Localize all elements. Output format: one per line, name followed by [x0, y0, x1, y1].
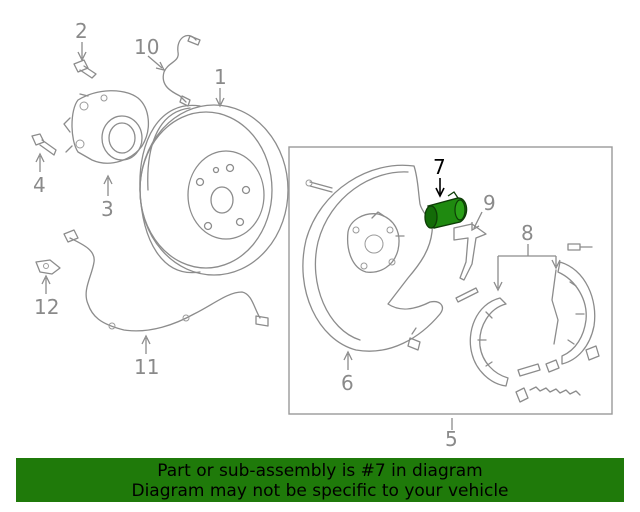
brake-hose — [162, 35, 201, 107]
callout-4: 4 — [33, 173, 46, 197]
callout-6: 6 — [341, 371, 354, 395]
info-banner: Part or sub-assembly is #7 in diagram Di… — [16, 458, 624, 502]
callout-12: 12 — [34, 295, 59, 319]
callout-9: 9 — [483, 191, 496, 215]
mounting-bolt — [31, 133, 57, 156]
backing-plate — [302, 164, 444, 352]
callout-10: 10 — [134, 35, 159, 59]
brake-shoe-left — [469, 297, 509, 387]
banner-line-disclaimer: Diagram may not be specific to your vehi… — [131, 481, 509, 501]
brake-drum — [139, 104, 289, 276]
bleeder-bolt — [305, 179, 333, 193]
callout-11: 11 — [134, 355, 159, 379]
brake-shoe-right — [551, 261, 596, 365]
leader-9 — [473, 211, 483, 229]
leader-1-arrow — [215, 97, 225, 108]
callout-3: 3 — [101, 197, 114, 221]
callout-2: 2 — [75, 19, 88, 43]
adjuster-lever — [453, 223, 487, 303]
callout-5: 5 — [445, 427, 458, 451]
callout-8: 8 — [521, 221, 534, 245]
abs-wiring — [63, 229, 269, 332]
leader-10 — [147, 55, 163, 69]
callout-1: 1 — [214, 65, 227, 89]
hub-assembly — [63, 90, 149, 164]
sensor-bracket — [35, 259, 61, 275]
hub-bolt — [73, 59, 97, 79]
callout-7: 7 — [433, 155, 446, 179]
retaining-bolt — [407, 327, 421, 351]
leader-8 — [497, 244, 557, 288]
shoe-spring — [515, 243, 600, 403]
wheel-cylinder — [424, 191, 468, 229]
parts-diagram: 1 2 3 4 5 6 7 8 9 10 11 12 — [31, 19, 613, 451]
assembly-box — [288, 146, 613, 415]
banner-line-part: Part or sub-assembly is #7 in diagram — [157, 461, 483, 481]
